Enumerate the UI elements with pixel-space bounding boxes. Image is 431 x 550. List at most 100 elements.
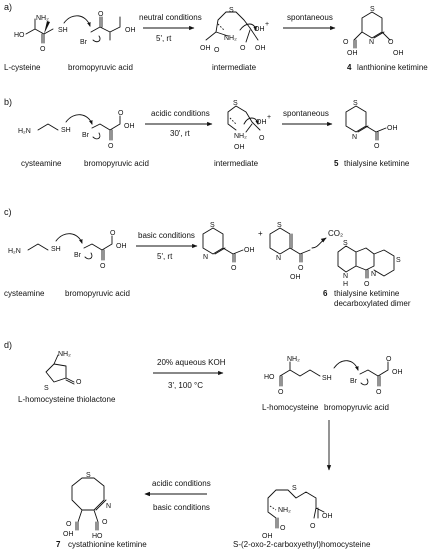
atom-s: S	[277, 222, 282, 229]
atom-o: O	[98, 11, 104, 18]
atom-oh: OH	[116, 243, 127, 250]
atom-nh2: NH₂	[278, 507, 291, 514]
atom-s: S	[370, 6, 375, 13]
atom-o: O	[388, 39, 394, 46]
atom-n: N	[343, 273, 348, 280]
condition-top: 20% aqueous KOH	[157, 358, 226, 367]
atom-plus: +	[267, 114, 271, 121]
atom-o: O	[364, 281, 370, 288]
homocysteine-structure: NH₂ HO O SH	[264, 356, 332, 396]
co2-label: CO₂	[328, 229, 343, 238]
bromopyruvic-acid-c-structure: Br O O OH	[74, 230, 127, 270]
cysteamine-structure: H₂N SH	[18, 123, 71, 135]
atom-o: O	[278, 389, 284, 396]
panel-b-letter: b)	[4, 97, 12, 107]
bromopyruvic-acid-d-structure: Br O O OH	[350, 356, 403, 396]
atom-oh: OH	[63, 531, 74, 538]
atom-oh: OH	[347, 50, 358, 57]
condition-top: basic conditions	[138, 231, 195, 240]
ketimine-monomer-2-structure: S N O OH	[269, 222, 311, 281]
atom-nh2: NH₂	[234, 133, 247, 140]
atom-oh: OH	[200, 45, 211, 52]
l-cysteine-bonds	[25, 18, 54, 44]
ketimine-monomer-1-structure: S N O OH	[202, 222, 255, 272]
label-reactant2: bromopyruvic acid	[84, 159, 149, 168]
atom-oh: OH	[254, 26, 265, 33]
atom-ho: HO	[264, 374, 275, 381]
atom-oh: OH	[234, 144, 245, 151]
atom-oh: OH	[290, 274, 301, 281]
atom-o: O	[343, 39, 349, 46]
label-reactant2: bromopyruvic acid	[65, 289, 130, 298]
atom-o: O	[280, 525, 286, 532]
condition-bottom: 3', 100 °C	[168, 381, 203, 390]
atom-oh: OH	[392, 369, 403, 376]
atom-n: N	[203, 254, 208, 261]
atom-oh: OH	[322, 513, 333, 520]
atom-s: S	[396, 257, 401, 264]
atom-o: O	[386, 356, 392, 363]
atom-sh: SH	[61, 127, 71, 134]
intermediate-b-dash	[229, 117, 237, 125]
label-homocysteine: L-homocysteine	[262, 403, 319, 412]
atom-o: O	[118, 110, 124, 117]
atom-ho: HO	[14, 32, 25, 39]
atom-o: O	[376, 389, 382, 396]
panel-d-letter: d)	[4, 340, 12, 350]
atom-nh2: NH₂	[287, 356, 300, 363]
leaving-arrow-icon	[92, 132, 101, 140]
atom-br: Br	[80, 39, 88, 46]
label-reactant1: cysteamine	[4, 289, 45, 298]
panel-c-letter: c)	[4, 207, 12, 217]
atom-s: S	[44, 385, 49, 392]
atom-oh: OH	[255, 45, 266, 52]
panel-a: a) NH₂ HO SH O Br O OH neutral condition…	[4, 2, 428, 72]
atom-n: N	[276, 255, 281, 262]
atom-n: N	[352, 134, 357, 141]
leaving-arrow-icon	[84, 252, 93, 260]
atom-o: O	[66, 521, 72, 528]
atom-h2n: H₂N	[18, 128, 31, 135]
atom-sh: SH	[58, 27, 68, 34]
atom-o: O	[310, 523, 316, 530]
l-cysteine-wedge	[44, 21, 50, 34]
panel-d: d) NH₂ S O 20% aqueous KOH 3', 100 °C NH…	[4, 340, 403, 549]
atom-nh2: NH₂	[224, 35, 237, 42]
atom-o: O	[100, 263, 106, 270]
leaving-arrow-icon	[92, 35, 101, 43]
cystathionine-ketimine-structure: S N O O OH HO	[63, 472, 111, 540]
atom-o: O	[108, 143, 114, 150]
atom-s: S	[210, 222, 215, 229]
thiolactone-bonds	[45, 354, 75, 385]
bromopyruvic-d-bonds	[359, 361, 389, 387]
compound-number: 6	[323, 289, 328, 298]
dimer-structure: S S N N H O	[337, 240, 401, 288]
atom-oh: OH	[124, 123, 135, 130]
atom-oh: OH	[387, 125, 398, 132]
label-product-line1: thialysine ketimine	[334, 289, 400, 298]
compound-number: 4	[347, 63, 352, 72]
mechanism-arrow-icon	[63, 15, 91, 27]
atom-s: S	[343, 240, 348, 247]
label-intermediate: intermediate	[212, 63, 257, 72]
label-product: thialysine ketimine	[344, 159, 410, 168]
atom-o: O	[40, 46, 46, 53]
atom-o: O	[231, 265, 237, 272]
bromopyruvic-bonds	[90, 16, 121, 41]
mechanism-arrow-icon	[239, 23, 257, 31]
bromopyruvic-acid-b-structure: Br O O OH	[82, 110, 135, 150]
condition-eq-bottom: basic conditions	[153, 503, 210, 512]
label-intermediate: intermediate	[214, 159, 259, 168]
atom-o: O	[240, 45, 246, 52]
atom-sh: SH	[322, 375, 332, 382]
atom-br: Br	[82, 132, 90, 139]
cystathionine-bonds	[71, 477, 107, 531]
atom-nh2: NH₂	[58, 351, 71, 358]
atom-h: H	[343, 281, 348, 288]
panel-c: c) H₂N SH Br O O OH basic conditions 5',…	[4, 207, 411, 308]
atom-o: O	[298, 265, 304, 272]
atom-o: O	[374, 143, 380, 150]
label-product: lanthionine ketimine	[357, 63, 428, 72]
dimer-bonds	[337, 245, 395, 279]
atom-o: O	[259, 135, 265, 142]
